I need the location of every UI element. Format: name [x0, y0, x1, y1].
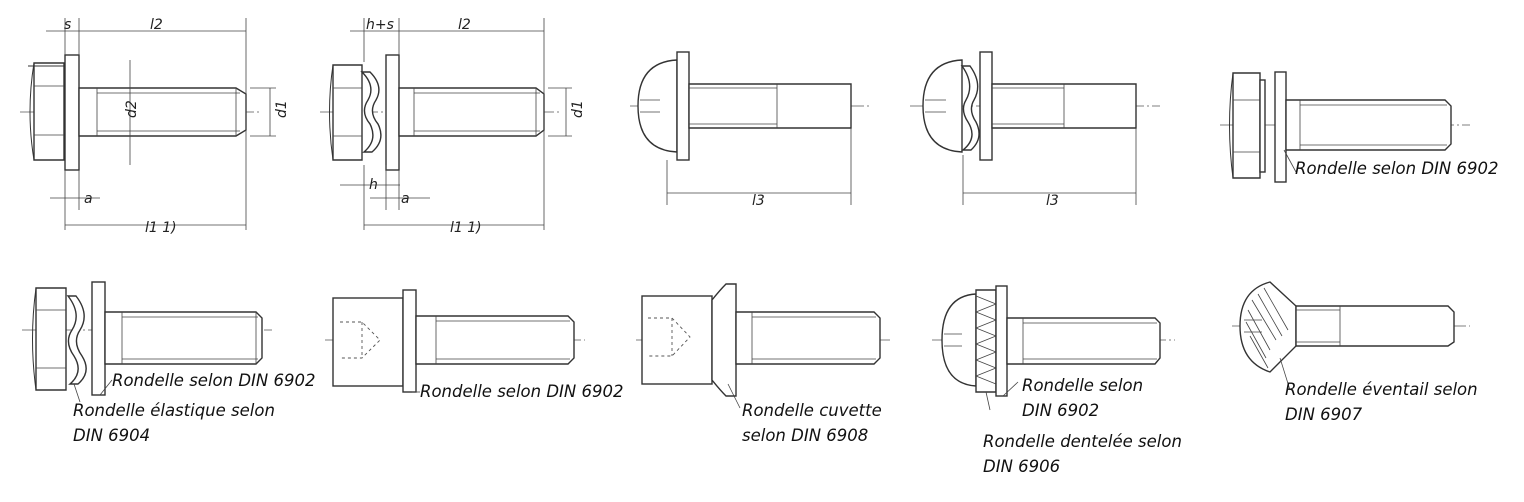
caption-r2-serrated-line1: Rondelle dentelée selon	[983, 432, 1182, 451]
fig-hex-bolt-washer-r1	[1220, 71, 1470, 183]
dim-l1: l1 1)	[145, 220, 177, 236]
fig-socket-head-cup-washer	[636, 283, 890, 409]
dim-l2: l2	[150, 17, 163, 33]
caption-r2-spring-washer-line1: Rondelle élastique selon	[73, 401, 275, 420]
caption-r2-plain-washer-din6902: Rondelle selon DIN 6902	[112, 371, 316, 390]
fig-socket-head-plain-washer	[325, 289, 585, 393]
dim-l1-b: l1 1)	[450, 220, 482, 236]
dim-l3-b: l3	[1046, 193, 1059, 209]
dim-d1-b: d1	[570, 100, 586, 118]
dim-d1: d1	[274, 100, 290, 118]
dim-a: a	[84, 191, 93, 207]
dim-h-plus-s: h+s	[366, 17, 394, 33]
fig-hex-bolt-spring-washer-r2	[22, 281, 272, 403]
caption-r1-washer-din6902: Rondelle selon DIN 6902	[1295, 159, 1499, 178]
fig-pan-head-plain-washer: l3	[630, 51, 870, 209]
caption-r2-spring-washer-line2: DIN 6904	[73, 426, 151, 445]
dim-h: h	[369, 177, 378, 193]
fig-pan-head-spring-washer: l3	[910, 51, 1160, 209]
dim-d2: d2	[124, 100, 140, 118]
caption-r2-fig2-washer-din6902: Rondelle selon DIN 6902	[420, 382, 624, 401]
dim-s: s	[64, 17, 71, 33]
dim-l3: l3	[752, 193, 765, 209]
fig-countersunk-fan-washer	[1232, 281, 1470, 391]
caption-r2-fig4-plain-line1: Rondelle selon	[1022, 376, 1144, 395]
caption-r2-cup-washer-line2: selon DIN 6908	[742, 426, 869, 445]
dim-a-b: a	[401, 191, 410, 207]
caption-r2-cup-washer-line1: Rondelle cuvette	[742, 401, 882, 420]
fig-hex-bolt-spring-plain-washer: h+s l2 d1 h a l1 1)	[320, 17, 586, 236]
caption-r2-fig4-plain-line2: DIN 6902	[1022, 401, 1100, 420]
caption-r2-serrated-line2: DIN 6906	[983, 457, 1061, 476]
dim-l2-b: l2	[458, 17, 471, 33]
caption-r2-fan-washer-line2: DIN 6907	[1285, 405, 1363, 424]
caption-r2-fan-washer-line1: Rondelle éventail selon	[1285, 380, 1478, 399]
fig-pan-head-serrated-washer	[932, 285, 1175, 411]
fig-hex-bolt-plain-washer: s l2 d2 d1 a l1 1)	[20, 17, 290, 236]
